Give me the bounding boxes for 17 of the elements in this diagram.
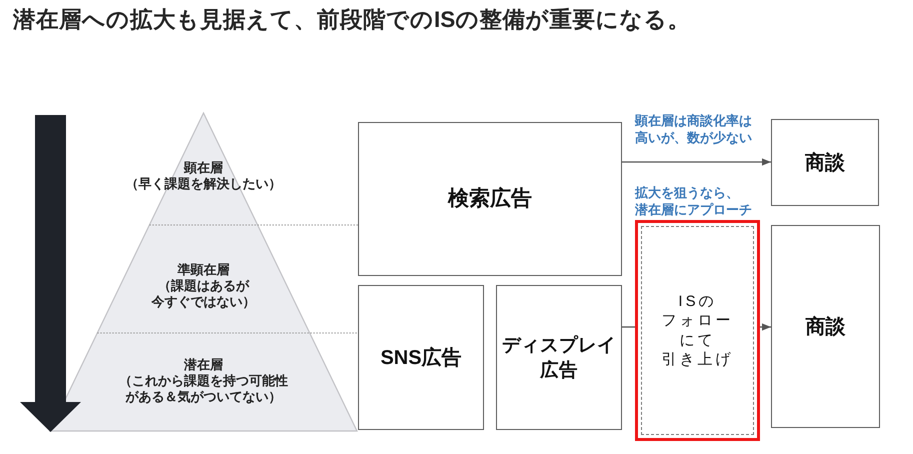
ad-channel-box: 検索広告: [358, 122, 622, 276]
outcome-box: 商談: [771, 225, 880, 428]
connector-line: [622, 326, 635, 328]
tier-name: 準顕在層: [178, 262, 230, 278]
arrow: [760, 323, 771, 331]
highlight-box: ISのフォローにて引き上げ: [635, 220, 760, 441]
ad-channel-box: SNS広告: [358, 285, 484, 430]
outcome-box: 商談: [771, 119, 879, 206]
tier-description: （これから課題を持つ可能性がある＆気がついてない）: [118, 373, 289, 405]
arrow: [622, 158, 771, 166]
title: 潜在層への拡大も見据えて、前段階でのISの整備が重要になる。: [13, 6, 690, 34]
tier-name: 顕在層: [184, 160, 223, 176]
tier-description: （早く課題を解決したい）: [126, 176, 282, 192]
annotation-text: 拡大を狙うなら、潜在層にアプローチ: [635, 184, 753, 218]
tier-description: （課題はあるが今すぐではない）: [150, 278, 256, 310]
ad-channel-box: ディスプレイ広告: [496, 285, 622, 430]
tier-name: 潜在層: [184, 357, 223, 373]
